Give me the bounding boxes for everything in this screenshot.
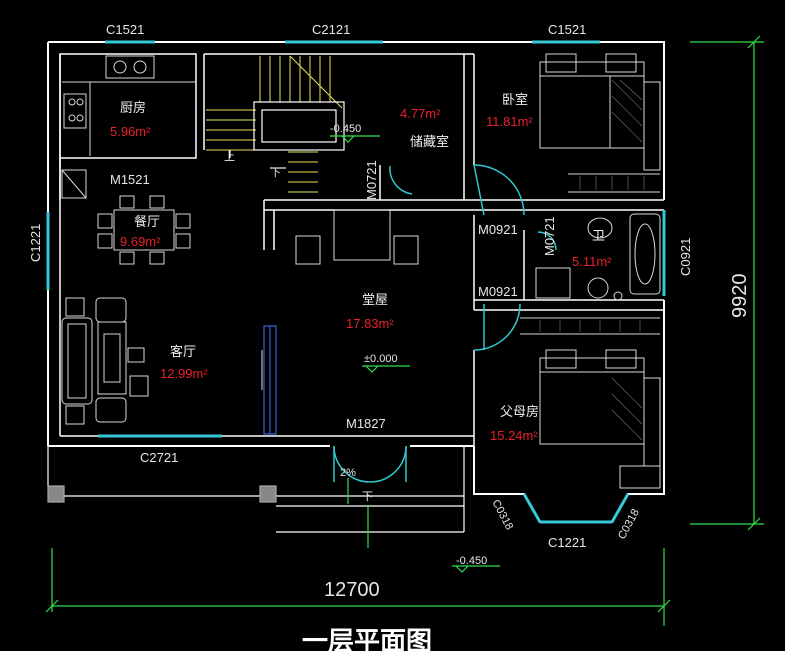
room-name-dining: 餐厅 [134,214,160,229]
level-markers [330,135,500,573]
door-label-parents: M0921 [478,284,518,299]
dimension-width: 12700 [324,579,380,601]
room-name-parents: 父母房 [500,404,539,419]
dimension-lines [45,35,764,626]
window-label-living: C2721 [140,450,178,465]
porch [47,446,465,533]
window-label-stair: C2121 [312,22,350,37]
hall-furniture [295,209,419,265]
window-label-bedroom: C1521 [548,22,586,37]
windows [46,40,666,524]
level-outside: -0.450 [456,555,487,567]
window-label-bay-right: C0318 [616,507,642,541]
drawing-title: 一层平面图 [302,626,432,651]
room-area-kitchen: 5.96m² [110,124,151,139]
door-label-storage: M0721 [364,160,379,200]
dimension-depth: 9920 [729,274,751,319]
window-label-left: C1221 [28,224,43,262]
slope-label: 2% [340,467,356,479]
room-area-hall: 17.83m² [346,316,394,331]
room-area-dining: 9.69m² [120,234,161,249]
stair-up-label: 上 [224,150,235,163]
room-name-living: 客厅 [170,344,196,359]
room-name-hall: 堂屋 [362,292,388,307]
room-area-parents: 15.24m² [490,428,538,443]
window-label-bay: C1221 [548,535,586,550]
bedroom-furniture [520,53,661,489]
stair-down-label: 下 [270,167,281,179]
staircase [206,55,343,193]
sofa-set [61,297,263,425]
kitchen-fixtures [61,55,196,199]
window-label-bay-left: C0318 [489,498,515,532]
bathroom-fixtures [535,213,661,301]
sliding-door [263,325,277,435]
room-area-bathroom: 5.11m² [572,254,612,269]
door-label-main: M1827 [346,416,386,431]
room-name-bedroom: 卧室 [502,92,528,107]
window-label-right: C0921 [678,238,693,276]
window-label-kitchen: C1521 [106,22,144,37]
entry-down-label: 下 [362,491,373,503]
room-area-storage: 4.77m² [400,106,441,121]
level-stair: -0.450 [330,123,361,135]
door-label-dining: M1521 [110,172,150,187]
room-area-living: 12.99m² [160,366,208,381]
interior-walls [59,53,664,446]
bedroom-patterns [539,79,645,441]
stair-landing [229,101,345,169]
room-name-storage: 储藏室 [410,134,449,149]
level-hall: ±0.000 [364,353,398,365]
room-area-bedroom: 11.81m² [486,114,533,129]
room-name-kitchen: 厨房 [120,100,146,115]
door-label-bedroom: M0921 [478,222,518,237]
door-label-bathroom: M0721 [542,216,557,256]
dining-table [97,195,191,265]
room-name-bathroom: 卫 [592,228,605,243]
doors [333,164,557,483]
